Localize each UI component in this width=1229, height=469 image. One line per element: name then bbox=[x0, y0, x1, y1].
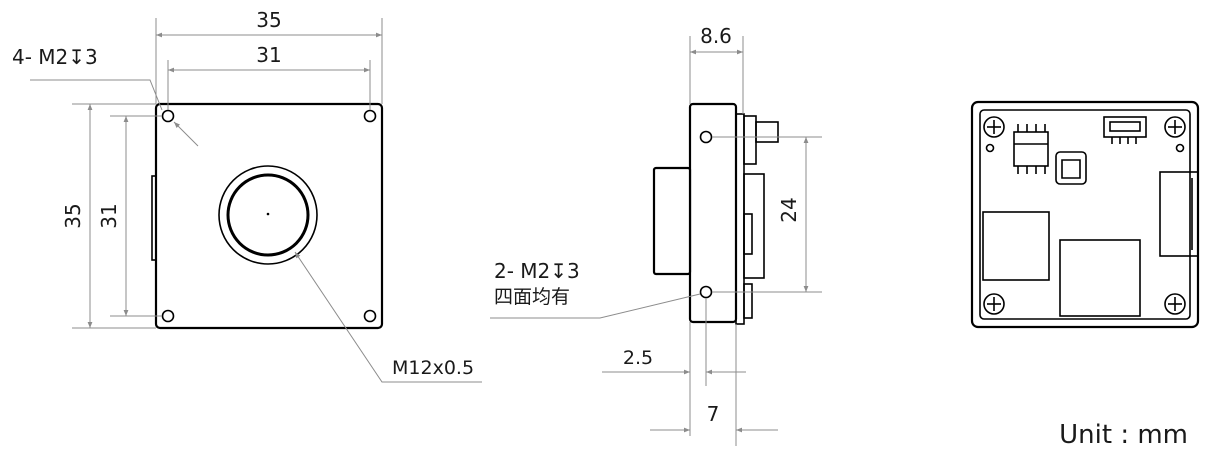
screw-top-left bbox=[983, 116, 1005, 138]
rear-chip bbox=[1013, 124, 1049, 174]
rear-component-side bbox=[743, 173, 765, 279]
front-width-outer: 35 bbox=[256, 8, 281, 32]
front-height-inner: 31 bbox=[97, 203, 121, 228]
lens-thread-label: M12x0.5 bbox=[392, 357, 474, 379]
connector-tab-side bbox=[755, 121, 779, 143]
rear-small-hole-left bbox=[985, 143, 995, 153]
rear-board-inner bbox=[979, 109, 1191, 320]
lens-center bbox=[266, 212, 270, 216]
lens-mount-outer bbox=[218, 165, 318, 265]
rear-side-socket bbox=[1159, 171, 1199, 257]
side-hole-note: 四面均有 bbox=[494, 286, 570, 308]
rear-component-left bbox=[982, 211, 1050, 281]
rear-connector bbox=[1103, 116, 1147, 144]
side-flange: 7 bbox=[707, 402, 720, 426]
rear-component-center bbox=[1059, 239, 1141, 317]
unit-label: Unit : mm bbox=[1059, 420, 1188, 450]
side-hole-spacing: 24 bbox=[777, 197, 801, 222]
side-hole-offset: 2.5 bbox=[623, 347, 653, 369]
side-view: 8.6 24 2- M2↧3 四面均有 2.5 7 bbox=[490, 24, 822, 446]
front-view: 35 31 35 31 4- M2↧3 M12x0.5 bbox=[12, 8, 482, 383]
screw-top-right bbox=[1164, 116, 1186, 138]
screw-bottom-right bbox=[1164, 293, 1186, 315]
rear-chip-side bbox=[743, 213, 753, 255]
lens-barrel-side bbox=[652, 166, 692, 276]
mount-hole-top-left bbox=[161, 109, 175, 123]
side-depth: 8.6 bbox=[700, 24, 732, 48]
rear-small-hole-right bbox=[1175, 143, 1185, 153]
side-hole-top bbox=[699, 130, 713, 144]
mount-hole-top-right bbox=[363, 109, 377, 123]
side-hole-bottom bbox=[699, 285, 713, 299]
side-tab bbox=[151, 175, 157, 261]
front-hole-callout: 4- M2↧3 bbox=[12, 45, 98, 69]
rear-inductor bbox=[1055, 151, 1087, 185]
rear-view bbox=[970, 100, 1200, 329]
front-width-inner: 31 bbox=[256, 43, 281, 67]
lens-mount-inner bbox=[226, 173, 310, 257]
rear-board-outline bbox=[970, 100, 1200, 329]
front-height-outer: 35 bbox=[61, 203, 85, 228]
screw-bottom-left bbox=[983, 293, 1005, 315]
mount-hole-bottom-left bbox=[161, 309, 175, 323]
mount-hole-bottom-right bbox=[363, 309, 377, 323]
rear-socket-side bbox=[743, 283, 753, 319]
side-hole-callout: 2- M2↧3 bbox=[494, 259, 580, 283]
connector-top-side bbox=[743, 115, 757, 165]
